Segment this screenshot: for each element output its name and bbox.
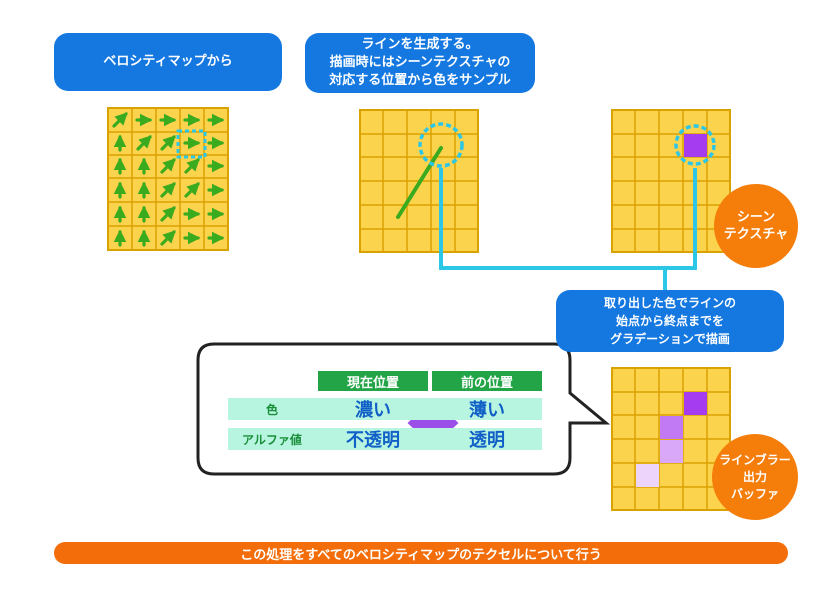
row-label-color: 色 [265, 402, 278, 417]
sample-connector [439, 168, 697, 270]
velocity-map-label-text: ベロシティマップから [103, 54, 233, 69]
generated-line [396, 146, 443, 219]
table-row-alpha [228, 428, 542, 450]
velocity-map-grid [107, 107, 229, 251]
value-current-color: 濃い [355, 400, 391, 421]
line-label-3: 対応する位置から色をサンプル [329, 73, 511, 88]
line-buffer-badge: ラインブラー 出力 バッファ [712, 434, 798, 520]
line-label-1: ラインを生成する。 [361, 37, 479, 52]
scene-sampling-circle [674, 124, 716, 166]
scene-texture-badge: シーン テクスチャ [714, 184, 798, 268]
header-previous: 前の位置 [432, 371, 542, 391]
footer-bar: この処理をすべてのベロシティマップのテクセルについて行う [54, 542, 788, 564]
line-generation-label: ラインを生成する。 描画時にはシーンテクスチャの 対応する位置から色をサンプル [305, 33, 535, 93]
table-row-color [228, 398, 542, 420]
velocity-map-label: ベロシティマップから [54, 33, 282, 91]
sampled-color-cell [684, 134, 707, 157]
value-previous-alpha: 透明 [469, 430, 505, 451]
sampling-circle [418, 122, 464, 168]
scene-texture-line-1: シーン [736, 210, 776, 225]
velocity-arrows [112, 112, 225, 247]
line-label-2: 描画時にはシーンテクスチャの [329, 55, 511, 70]
draw-note-line-1: 取り出した色でラインの [603, 296, 736, 310]
sample-highlight [176, 129, 207, 159]
row-label-alpha: アルファ値 [242, 432, 302, 447]
draw-note-label: 取り出した色でラインの 始点から終点までを グラデーションで描画 [556, 290, 784, 352]
header-current: 現在位置 [318, 371, 428, 391]
line-buffer-line-3: バッファ [730, 486, 779, 501]
scene-texture-line-2: テクスチャ [723, 227, 789, 242]
value-current-alpha: 不透明 [346, 430, 400, 451]
gradient-cells [636, 392, 707, 487]
draw-note-line-2: 始点から終点までを [615, 314, 724, 328]
line-buffer-line-1: ラインブラー [719, 452, 791, 467]
draw-note-line-3: グラデーションで描画 [610, 332, 730, 346]
value-previous-color: 薄い [469, 400, 505, 421]
line-buffer-line-2: 出力 [742, 469, 767, 484]
scene-texture-grid [611, 109, 731, 253]
